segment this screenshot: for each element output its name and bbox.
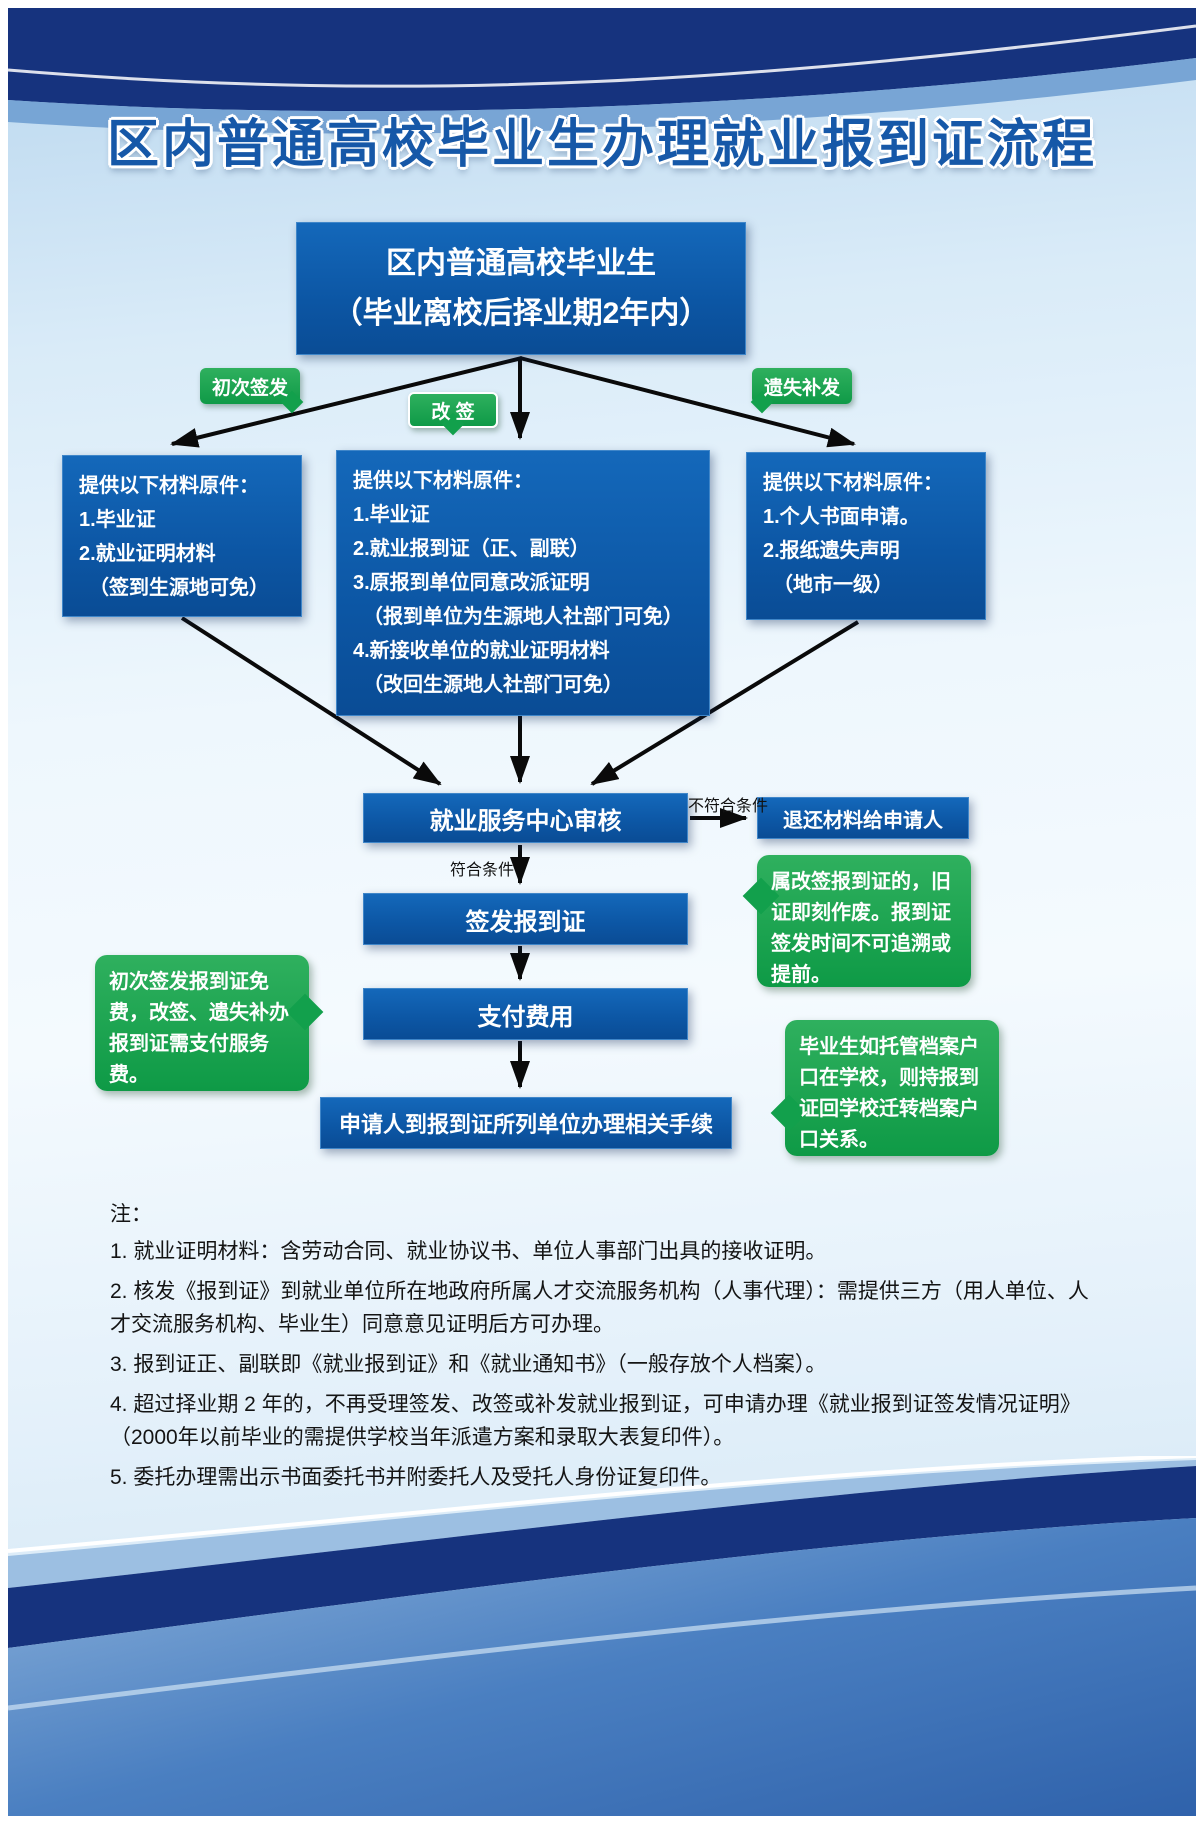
notes-section: 注： 1. 就业证明材料：含劳动合同、就业协议书、单位人事部门出具的接收证明。 … [110,1198,1095,1501]
branch-label-first-issue: 初次签发 [200,368,304,414]
callout-reissue-text: 属改签报到证的，旧证即刻作废。报到证签发时间不可追溯或提前。 [771,871,951,986]
pay-fee-node: 支付费用 [363,988,688,1040]
callout-archive-text: 毕业生如托管档案户口在学校，则持报到证回学校迁转档案户口关系。 [799,1036,979,1151]
note-item: 2. 核发《报到证》到就业单位所在地政府所属人才交流服务机构（人事代理）：需提供… [110,1280,1089,1336]
branch-label-lost-reissue: 遗失补发 [750,368,852,414]
callout-fee-text: 初次签发报到证免费，改签、遗失补办报到证需支付服务费。 [109,971,289,1086]
materials-line: （签到生源地可免） [89,577,269,599]
note-item: 1. 就业证明材料：含劳动合同、就业协议书、单位人事部门出具的接收证明。 [110,1240,827,1263]
return-materials-node: 退还材料给申请人 [757,797,969,839]
materials-line: 提供以下材料原件： [763,472,943,494]
materials-line: 提供以下材料原件： [79,475,259,497]
callout-reissue-note: 属改签报到证的，旧证即刻作废。报到证签发时间不可追溯或提前。 [742,855,971,987]
start-node-line1: 区内普通高校毕业生 [386,246,656,280]
branch-label-first-issue-text: 初次签发 [211,377,288,399]
reject-condition-label: 不符合条件 [688,798,769,815]
materials-box-lost-reissue: 提供以下材料原件： 1.个人书面申请。 2.报纸遗失声明 （地市一级） [746,452,986,620]
materials-box-change: 提供以下材料原件： 1.毕业证 2.就业报到证（正、副联） 3.原报到单位同意改… [336,450,710,716]
issue-certificate-node: 签发报到证 [363,893,688,945]
callout-archive-note: 毕业生如托管档案户口在学校，则持报到证回学校迁转档案户口关系。 [770,1020,999,1156]
review-node: 就业服务中心审核 [363,793,688,843]
materials-box-first-issue: 提供以下材料原件： 1.毕业证 2.就业证明材料 （签到生源地可免） [62,455,302,617]
note-item: 4. 超过择业期 2 年的，不再受理签发、改签或补发就业报到证，可申请办理《就业… [110,1393,1081,1449]
materials-line: 2.就业证明材料 [79,543,216,565]
page-title: 区内普通高校毕业生办理就业报到证流程 [106,116,1097,174]
materials-line: 3.原报到单位同意改派证明 [353,572,590,594]
bottom-swoosh-decoration [8,1456,1196,1816]
branch-label-change: 改 签 [408,392,498,436]
materials-line: 1.毕业证 [353,504,430,526]
branch-label-lost-reissue-text: 遗失补发 [763,377,840,399]
start-node: 区内普通高校毕业生 （毕业离校后择业期2年内） [296,222,746,355]
materials-line: （报到单位为生源地人社部门可免） [363,606,683,628]
branch-label-change-text: 改 签 [431,401,475,423]
materials-line: 4.新接收单位的就业证明材料 [353,640,610,662]
materials-line: （地市一级） [773,574,893,596]
accept-condition-label: 符合条件 [450,862,515,879]
materials-line: 提供以下材料原件： [353,470,533,492]
notes-heading: 注： [110,1203,152,1226]
materials-line: 1.毕业证 [79,509,156,531]
final-procedure-node: 申请人到报到证所列单位办理相关手续 [320,1097,732,1149]
start-node-line2: （毕业离校后择业期2年内） [332,296,710,330]
note-item: 5. 委托办理需出示书面委托书并附委托人及受托人身份证复印件。 [110,1466,722,1489]
materials-line: 2.报纸遗失声明 [763,540,900,562]
callout-fee-note: 初次签发报到证免费，改签、遗失补办报到证需支付服务费。 [95,955,324,1091]
top-swoosh-decoration [8,8,1196,134]
note-item: 3. 报到证正、副联即《就业报到证》和《就业通知书》（一般存放个人档案）。 [110,1353,827,1376]
materials-line: 2.就业报到证（正、副联） [353,538,590,560]
materials-line: （改回生源地人社部门可免） [363,674,623,696]
materials-line: 1.个人书面申请。 [763,506,920,528]
